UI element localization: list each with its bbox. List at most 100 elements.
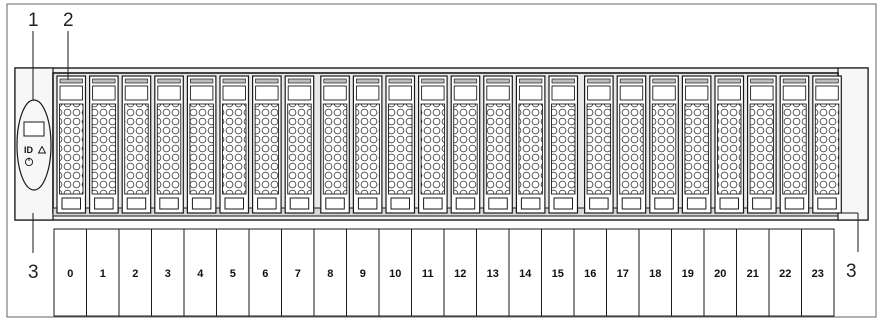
drive-latch[interactable] <box>388 85 412 101</box>
drive-led <box>287 78 312 84</box>
drive-latch[interactable] <box>287 85 312 101</box>
drive-latch[interactable] <box>222 85 246 101</box>
bay-number: 22 <box>779 268 791 280</box>
bay-number: 20 <box>714 268 726 280</box>
bay-number: 15 <box>552 268 564 280</box>
bay-number: 12 <box>454 268 466 280</box>
drive-handle[interactable] <box>61 197 81 210</box>
drive-handle[interactable] <box>520 197 541 210</box>
drive-handle[interactable] <box>686 197 707 210</box>
bay-number: 18 <box>649 268 661 280</box>
drive-handle[interactable] <box>126 197 147 210</box>
drive-tray[interactable] <box>681 75 712 214</box>
drive-latch[interactable] <box>255 85 279 101</box>
drive-tray[interactable] <box>418 75 448 214</box>
drive-tray[interactable] <box>649 75 679 214</box>
id-button[interactable]: ID <box>24 145 34 155</box>
drive-latch[interactable] <box>157 85 181 101</box>
drive-tray[interactable] <box>616 75 647 214</box>
drive-handle[interactable] <box>390 197 410 210</box>
drive-tray[interactable] <box>450 75 481 214</box>
vent-grille <box>388 103 413 195</box>
drive-handle[interactable] <box>191 197 212 210</box>
drive-handle[interactable] <box>817 197 837 210</box>
callout-2: 2 <box>63 10 74 31</box>
drive-handle[interactable] <box>224 197 244 210</box>
vent-grille <box>814 103 840 195</box>
drive-tray[interactable] <box>219 75 250 214</box>
drive-handle[interactable] <box>325 197 345 210</box>
drive-handle[interactable] <box>654 197 674 210</box>
bay-number: 3 <box>165 268 171 280</box>
drive-led <box>255 78 279 84</box>
drive-tray[interactable] <box>320 75 350 214</box>
drive-tray[interactable] <box>583 75 614 214</box>
drive-tray[interactable] <box>515 75 546 214</box>
drive-handle[interactable] <box>94 197 114 210</box>
drive-tray[interactable] <box>385 75 416 214</box>
drive-latch[interactable] <box>717 85 741 101</box>
drive-tray[interactable] <box>548 75 579 214</box>
drive-handle[interactable] <box>455 197 476 210</box>
bay-number: 4 <box>197 268 204 280</box>
drive-latch[interactable] <box>518 85 543 101</box>
drive-latch[interactable] <box>782 85 807 101</box>
drive-latch[interactable] <box>421 85 445 101</box>
drive-led <box>815 78 839 84</box>
drive-tray[interactable] <box>252 75 282 214</box>
drive-latch[interactable] <box>619 85 644 101</box>
drive-tray[interactable] <box>121 75 152 214</box>
vent-grille <box>189 103 214 195</box>
right-rack-ear <box>837 67 869 221</box>
drive-latch[interactable] <box>92 85 116 101</box>
drive-handle[interactable] <box>589 197 609 210</box>
drive-latch[interactable] <box>59 85 83 101</box>
drive-handle[interactable] <box>752 197 772 210</box>
drive-handle[interactable] <box>357 197 378 210</box>
drive-latch[interactable] <box>750 85 774 101</box>
drive-latch[interactable] <box>815 85 839 101</box>
drive-latch[interactable] <box>355 85 380 101</box>
drive-handle[interactable] <box>159 197 179 210</box>
drive-latch[interactable] <box>684 85 709 101</box>
drive-tray[interactable] <box>779 75 810 214</box>
drive-latch[interactable] <box>323 85 347 101</box>
drive-tray[interactable] <box>88 75 119 214</box>
drive-latch[interactable] <box>124 85 149 101</box>
callout-3-right: 3 <box>846 261 857 282</box>
vent-grille <box>717 103 742 195</box>
drive-latch[interactable] <box>551 85 575 101</box>
drive-tray[interactable] <box>154 75 184 214</box>
drive-tray[interactable] <box>56 75 87 214</box>
drive-latch[interactable] <box>587 85 611 101</box>
drive-trays <box>56 75 842 214</box>
power-icon[interactable] <box>24 157 34 167</box>
drive-tray[interactable] <box>714 75 745 214</box>
vent-grille <box>684 103 709 195</box>
drive-latch[interactable] <box>453 85 478 101</box>
drive-tray[interactable] <box>284 75 315 214</box>
drive-led <box>750 78 774 84</box>
drive-tray[interactable] <box>352 75 383 214</box>
bay-number: 6 <box>262 268 268 280</box>
drive-handle[interactable] <box>257 197 277 210</box>
drive-latch[interactable] <box>652 85 676 101</box>
vent-grille <box>485 103 511 195</box>
drive-handle[interactable] <box>553 197 573 210</box>
drive-tray[interactable] <box>186 75 217 214</box>
drive-latch[interactable] <box>189 85 214 101</box>
drive-handle[interactable] <box>423 197 443 210</box>
drive-handle[interactable] <box>488 197 508 210</box>
drive-handle[interactable] <box>621 197 642 210</box>
drive-led <box>619 78 644 84</box>
drive-handle[interactable] <box>719 197 739 210</box>
drive-handle[interactable] <box>289 197 310 210</box>
drive-latch[interactable] <box>486 85 510 101</box>
drive-tray[interactable] <box>483 75 513 214</box>
drive-tray[interactable] <box>812 75 842 214</box>
drive-handle[interactable] <box>784 197 805 210</box>
drive-tray[interactable] <box>746 75 777 214</box>
vent-grille <box>222 103 247 195</box>
